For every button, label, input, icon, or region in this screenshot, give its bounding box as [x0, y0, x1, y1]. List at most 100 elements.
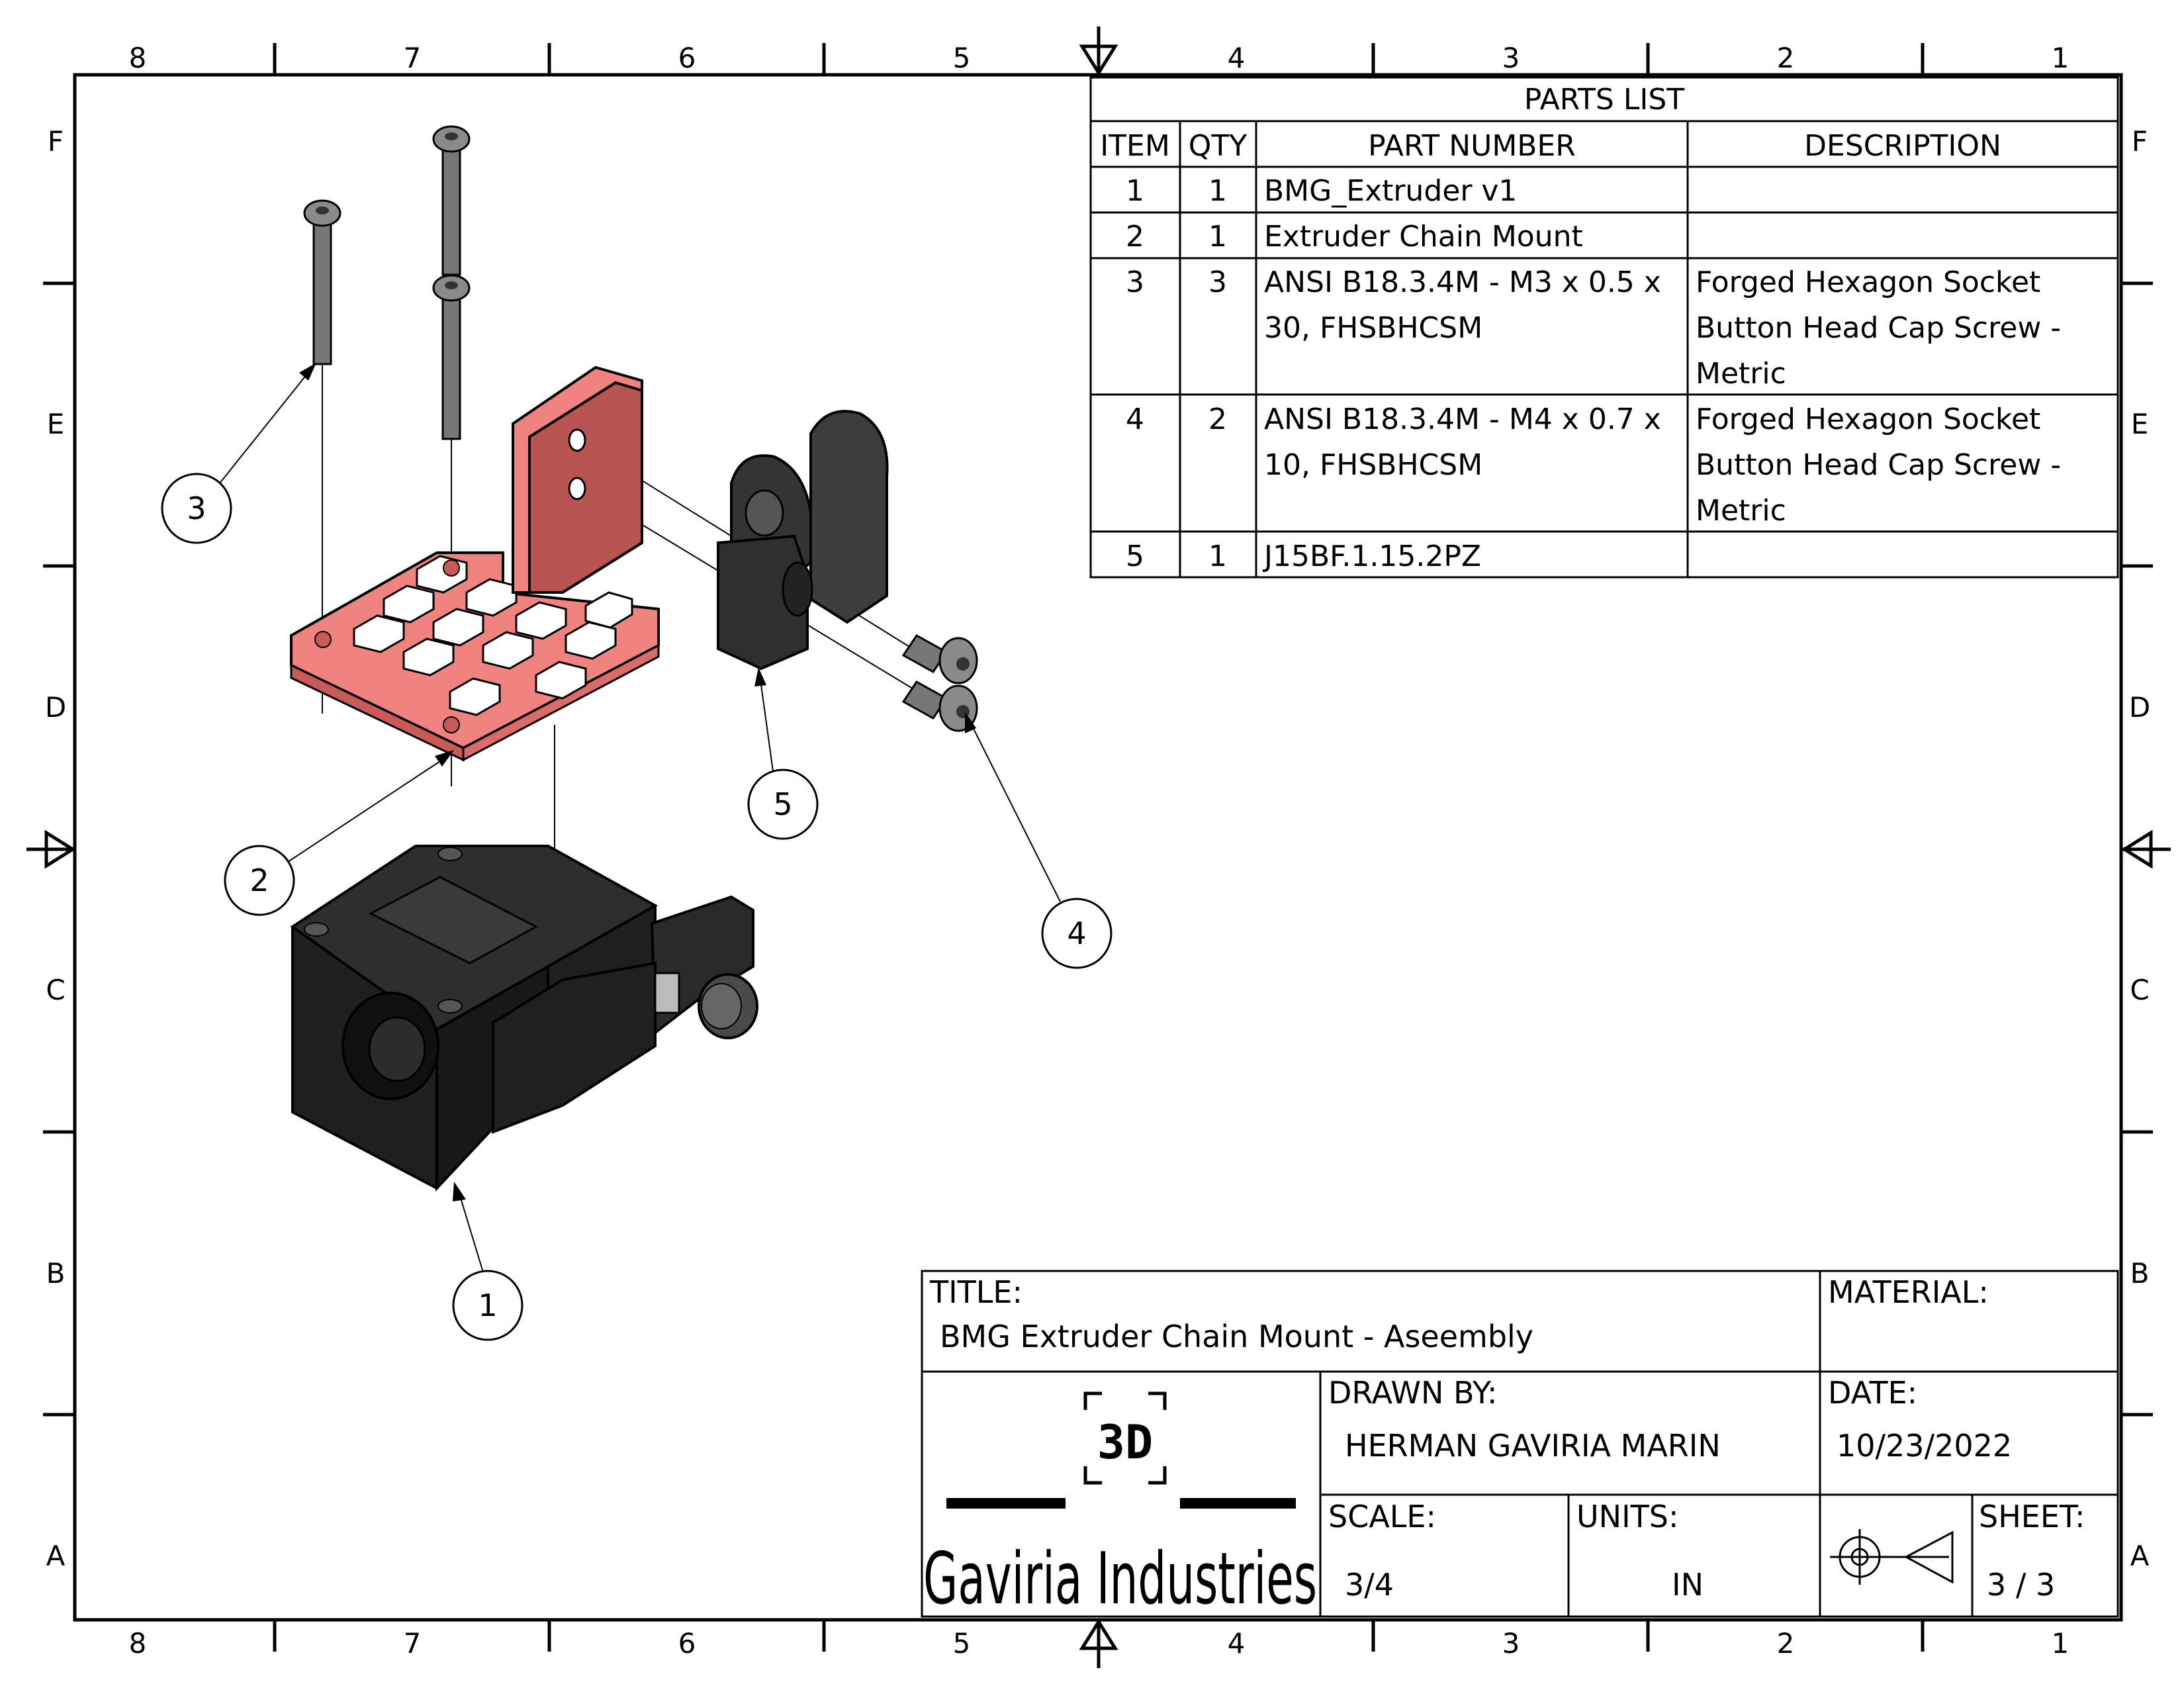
logo-bracket-icon [1083, 1391, 1167, 1485]
scale-value: 3/4 [1345, 1567, 1394, 1603]
logo-mark-text: 3D [1097, 1415, 1153, 1470]
zone-row-label: D [2129, 691, 2150, 724]
m3-screw-part [432, 125, 471, 440]
part-number-cell: J15BF.1.15.2PZ [1262, 539, 1481, 573]
zone-col-label: 4 [1228, 1627, 1246, 1660]
units-label: UNITS: [1576, 1499, 1678, 1534]
zone-col-label: 2 [1777, 1627, 1795, 1660]
zone-row-labels-left: F E D C B A [45, 125, 66, 1572]
zone-row-label: F [2132, 125, 2148, 158]
zone-row-label: C [2130, 974, 2149, 1006]
zone-row-label: A [46, 1540, 66, 1572]
zone-row-label: C [46, 974, 65, 1006]
balloon-callouts: 1 2 3 4 5 [161, 363, 1113, 1341]
description-cell: Metric [1696, 357, 1786, 391]
zone-col-label: 3 [1502, 42, 1520, 74]
m3-screw-part [303, 199, 341, 365]
extruder-chain-mount-part [290, 365, 660, 762]
title-block: TITLE: BMG Extruder Chain Mount - Aseemb… [921, 1270, 2119, 1620]
description-cell: Forged Hexagon Socket [1696, 402, 2040, 436]
item-cell: 1 [1126, 174, 1144, 208]
parts-list-header: PART NUMBER [1368, 129, 1576, 163]
balloon-label: 2 [250, 863, 269, 898]
balloon-label: 3 [187, 491, 206, 526]
zone-row-labels-right: F E D C B A [2129, 125, 2150, 1572]
item-cell: 4 [1126, 402, 1144, 436]
zone-column-labels-bottom: 8 7 6 5 4 3 2 1 [129, 1627, 2070, 1660]
parts-list-header: QTY [1189, 129, 1248, 163]
description-cell: Button Head Cap Screw - [1696, 311, 2061, 345]
logo-bar-left [946, 1498, 1066, 1509]
item-cell: 3 [1126, 265, 1144, 299]
qty-cell: 1 [1208, 539, 1227, 573]
chain-link-part [717, 410, 889, 671]
bmg-extruder-part [290, 845, 758, 1192]
zone-ticks [43, 43, 2153, 1652]
part-number-cell: 10, FHSBHCSM [1264, 448, 1482, 482]
table-row: 2 1 Extruder Chain Mount [1126, 220, 1583, 254]
material-label: MATERIAL: [1828, 1274, 1989, 1310]
balloon-callout: 2 [224, 750, 454, 916]
balloon-label: 5 [773, 786, 792, 822]
balloon-label: 1 [478, 1288, 497, 1323]
balloon-callout: 4 [965, 712, 1113, 969]
title-label: TITLE: [929, 1274, 1023, 1310]
zone-row-label: E [47, 408, 65, 440]
zone-col-label: 6 [678, 42, 696, 74]
company-name: Gaviria Industries [923, 1538, 1317, 1620]
parts-list-title: PARTS LIST [1524, 83, 1684, 117]
zone-col-label: 2 [1777, 42, 1795, 74]
table-row: 5 1 J15BF.1.15.2PZ [1126, 539, 1481, 573]
centering-marks [26, 26, 2171, 1668]
part-number-cell: BMG_Extruder v1 [1264, 174, 1517, 208]
zone-col-label: 8 [129, 42, 147, 74]
part-number-cell: Extruder Chain Mount [1264, 220, 1583, 254]
zone-col-label: 4 [1228, 42, 1246, 74]
exploded-assembly-view [290, 125, 978, 1192]
item-cell: 2 [1126, 220, 1144, 254]
date-value: 10/23/2022 [1837, 1428, 2012, 1464]
table-row: 4 2 ANSI B18.3.4M - M4 x 0.7 x 10, FHSBH… [1126, 402, 2061, 528]
zone-row-label: D [45, 691, 66, 724]
zone-col-label: 1 [2052, 1627, 2070, 1660]
balloon-callout: 1 [452, 1182, 523, 1341]
zone-col-label: 8 [129, 1627, 147, 1660]
balloon-label: 4 [1067, 915, 1086, 951]
qty-cell: 2 [1208, 402, 1227, 436]
balloon-callout: 5 [747, 667, 819, 840]
sheet-value: 3 / 3 [1987, 1567, 2055, 1603]
company-logo: 3D Gaviria Industries [923, 1391, 1317, 1620]
zone-col-label: 3 [1502, 1627, 1520, 1660]
part-number-cell: ANSI B18.3.4M - M3 x 0.5 x [1264, 265, 1661, 299]
logo-bar-right [1180, 1498, 1296, 1509]
drawing-border [73, 73, 2123, 1622]
drawing-title: BMG Extruder Chain Mount - Aseembly [940, 1319, 1533, 1354]
drawn-by-value: HERMAN GAVIRIA MARIN [1345, 1428, 1721, 1464]
zone-row-label: B [2130, 1257, 2150, 1289]
qty-cell: 1 [1208, 174, 1227, 208]
date-label: DATE: [1828, 1375, 1917, 1411]
part-number-cell: 30, FHSBHCSM [1264, 311, 1482, 345]
units-value: IN [1672, 1567, 1704, 1603]
scale-label: SCALE: [1328, 1499, 1436, 1534]
zone-col-label: 6 [678, 1627, 696, 1660]
parts-list-header: DESCRIPTION [1804, 129, 2001, 163]
table-row: 3 3 ANSI B18.3.4M - M3 x 0.5 x 30, FHSBH… [1126, 265, 2061, 391]
sheet-label: SHEET: [1979, 1499, 2085, 1534]
zone-row-label: F [48, 125, 64, 158]
description-cell: Metric [1696, 494, 1786, 528]
description-cell: Button Head Cap Screw - [1696, 448, 2061, 482]
table-row: 1 1 BMG_Extruder v1 [1126, 174, 1517, 208]
zone-col-label: 5 [953, 42, 971, 74]
parts-list-header: ITEM [1100, 129, 1170, 163]
zone-col-label: 7 [404, 1627, 422, 1660]
zone-col-label: 5 [953, 1627, 971, 1660]
item-cell: 5 [1126, 539, 1144, 573]
drawn-by-label: DRAWN BY: [1328, 1375, 1498, 1411]
part-number-cell: ANSI B18.3.4M - M4 x 0.7 x [1264, 402, 1661, 436]
third-angle-projection-icon [1830, 1529, 1954, 1585]
zone-col-label: 7 [404, 42, 422, 74]
m4-screw-part [901, 634, 978, 684]
description-cell: Forged Hexagon Socket [1696, 265, 2040, 299]
